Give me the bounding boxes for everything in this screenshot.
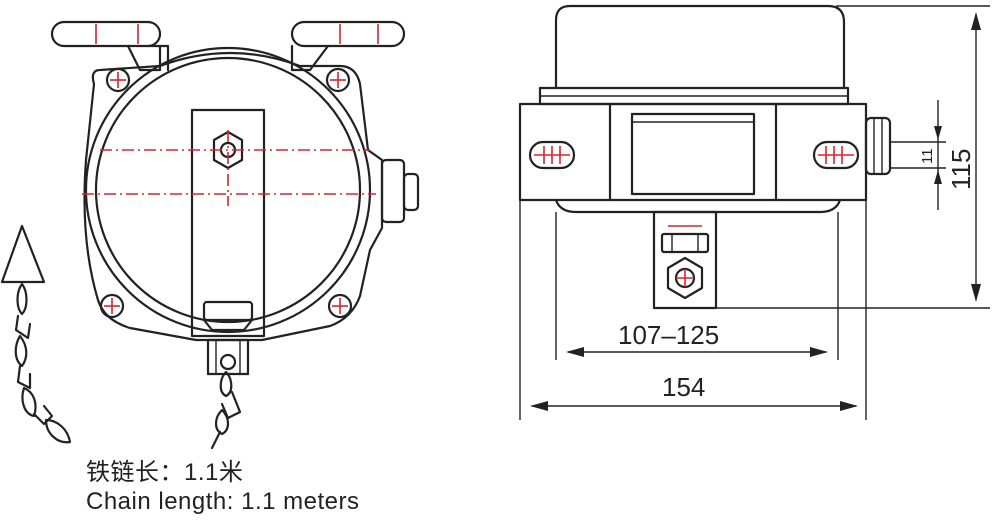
dim-label-mount-spacing: 11: [919, 148, 936, 164]
dim-mount-spacing: 11: [890, 100, 946, 210]
caption-english: Chain length: 1.1 meters: [86, 488, 360, 515]
mount-screw-br: [327, 293, 353, 319]
mount-slot-left: [528, 140, 576, 170]
mount-screw-tl: [105, 67, 131, 93]
housing-outline: [83, 51, 384, 342]
caption-chinese: 铁链长：1.1米: [86, 459, 244, 486]
cable-gland-front: [380, 158, 420, 224]
mount-slot-right: [812, 140, 860, 170]
side-bottom-bracket: [652, 210, 718, 310]
mount-screw-tr: [325, 67, 351, 93]
dim-overall-width: 154: [519, 174, 867, 420]
dim-label-width-range: 107–125: [618, 320, 719, 350]
side-dome: [554, 4, 846, 90]
bottom-nut: [202, 300, 254, 376]
housing-ring-outer: [84, 46, 372, 334]
chain-segment-bottom: [210, 370, 242, 450]
cable-gland-side: [864, 116, 892, 176]
housing-ring-inner: [94, 56, 362, 324]
chain-with-arrow: [0, 224, 72, 444]
left-handle: [50, 20, 170, 72]
dim-width-range: 107–125: [555, 212, 839, 360]
front-view: [0, 20, 420, 450]
dim-height: 115: [716, 5, 990, 309]
mount-screw-bl: [99, 293, 125, 319]
dim-label-height: 115: [946, 149, 976, 190]
side-view: 107–125 154 115 11: [518, 4, 990, 420]
dim-label-overall-width: 154: [662, 372, 705, 402]
right-handle: [290, 20, 406, 72]
